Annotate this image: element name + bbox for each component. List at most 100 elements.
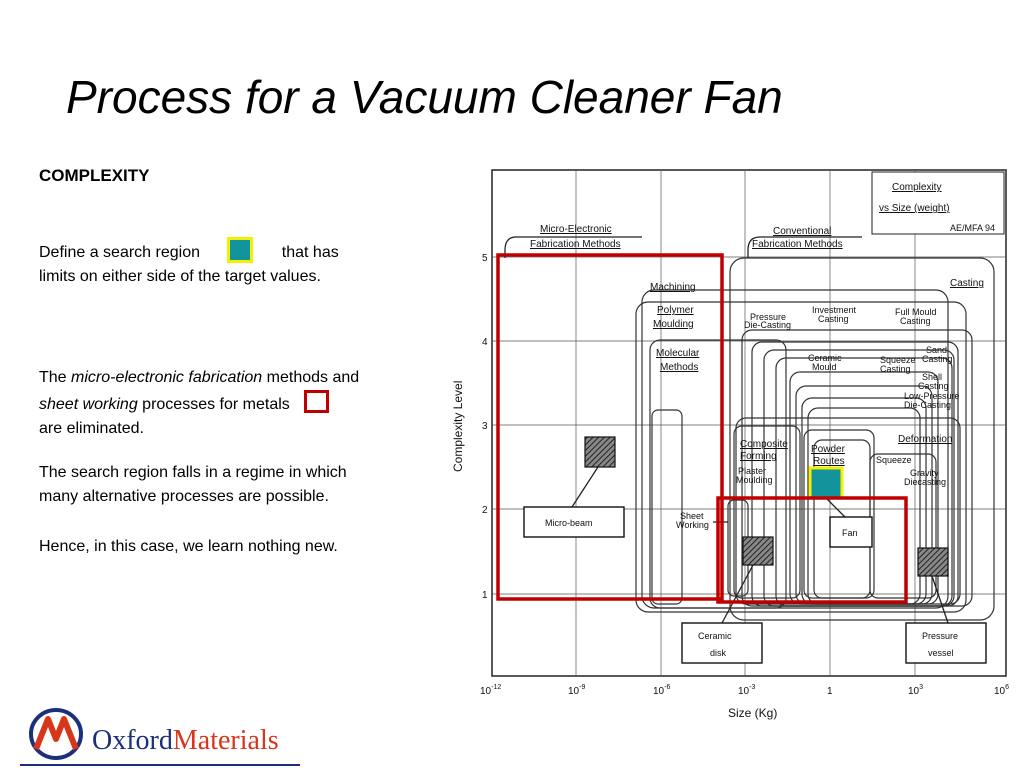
- process-labels: Casting Machining Polymer Moulding Molec…: [650, 278, 984, 530]
- x-axis: 10-12 10-9 10-6 10-3 1 103 106 Size (Kg): [480, 684, 1009, 720]
- label-casting: Casting: [950, 278, 984, 289]
- logo-part-oxford: Oxford: [92, 725, 173, 756]
- logo-part-materials: Materials: [172, 725, 279, 756]
- label-sand-1: Sand: [926, 345, 947, 355]
- legend-title-1: Complexity: [892, 182, 941, 193]
- label-conventional-2: Fabrication Methods: [752, 239, 843, 250]
- search-region-text: Define a search region: [39, 244, 200, 261]
- section-heading: COMPLEXITY: [39, 166, 150, 185]
- label-shell-1: Shell: [922, 372, 942, 382]
- label-fan: Fan: [842, 528, 858, 538]
- y-axis-title: Complexity Level: [451, 381, 465, 472]
- eliminated-text-3: processes for metals: [137, 396, 290, 413]
- y-tick-4: 4: [482, 337, 488, 348]
- label-micro-beam: Micro-beam: [545, 518, 593, 528]
- label-pressure-vessel-2: vessel: [928, 648, 954, 658]
- label-powder-1: Powder: [811, 444, 846, 455]
- x-tick-2: 10-9: [568, 684, 585, 697]
- micro-beam-marker: [584, 436, 616, 468]
- search-region-text-3: limits on either side of the target valu…: [39, 268, 321, 285]
- x-tick-1: 10-12: [480, 684, 501, 697]
- label-pressure-die-1: Pressure: [750, 312, 786, 322]
- paragraph-conclusion: Hence, in this case, we learn nothing ne…: [39, 538, 338, 555]
- label-micro-electronic-2: Fabrication Methods: [530, 239, 621, 250]
- label-powder-2: Routes: [813, 456, 845, 467]
- label-sand-2: Casting: [922, 354, 953, 364]
- paragraph-eliminated: The micro-electronic fabrication methods…: [39, 366, 359, 441]
- eliminated-text-italic-1: micro-electronic fabrication: [71, 369, 263, 386]
- label-ceramic-disk-2: disk: [710, 648, 727, 658]
- eliminated-text-4: are eliminated.: [39, 420, 144, 437]
- label-ceramic-mould-2: Mould: [812, 362, 837, 372]
- regime-text-2: many alternative processes are possible.: [39, 488, 329, 505]
- x-tick-7: 106: [994, 684, 1009, 697]
- label-full-mould-2: Casting: [900, 316, 931, 326]
- y-tick-5: 5: [482, 253, 488, 264]
- label-micro-electronic-1: Micro-Electronic: [540, 224, 612, 235]
- fan-box: [829, 516, 873, 548]
- diagram-legend: Complexity vs Size (weight) AE/MFA 94: [871, 171, 1005, 235]
- y-tick-1: 1: [482, 590, 488, 601]
- label-polymer: Polymer: [657, 305, 694, 316]
- ref-code: AE/MFA 94: [950, 223, 995, 233]
- label-deformation: Deformation: [898, 434, 952, 445]
- label-methods: Methods: [660, 362, 698, 373]
- x-tick-3: 10-6: [653, 684, 670, 697]
- label-moulding: Moulding: [653, 319, 694, 330]
- label-investment-1: Investment: [812, 305, 857, 315]
- label-molecular: Molecular: [656, 348, 700, 359]
- label-squeeze-casting-1: Squeeze: [880, 355, 916, 365]
- label-plaster-2: Moulding: [736, 475, 773, 485]
- micro-electronic-group: Micro-Electronic Fabrication Methods: [504, 224, 642, 258]
- label-investment-2: Casting: [818, 314, 849, 324]
- label-gravity-1: Gravity: [910, 468, 939, 478]
- pressure-vessel-example: Pressure vessel: [905, 547, 987, 664]
- x-tick-4: 10-3: [738, 684, 755, 697]
- x-axis-title: Size (Kg): [728, 706, 777, 720]
- x-tick-6: 103: [908, 684, 923, 697]
- label-ceramic-mould-1: Ceramic: [808, 353, 842, 363]
- search-region-box: [716, 496, 908, 604]
- paragraph-search-region: Define a search region that has limits o…: [39, 237, 339, 289]
- label-squeeze-casting-2: Casting: [880, 364, 911, 374]
- label-gravity-2: Diecasting: [904, 477, 946, 487]
- pressure-vessel-box: [905, 622, 987, 664]
- label-composite-1: Composite: [740, 439, 788, 450]
- conventional-group: Conventional Fabrication Methods: [747, 226, 862, 258]
- process-envelopes: [635, 257, 995, 621]
- label-shell-2: Casting: [918, 381, 949, 391]
- label-full-mould-1: Full Mould: [895, 307, 937, 317]
- micro-beam-box: [523, 506, 625, 538]
- y-tick-2: 2: [482, 505, 488, 516]
- label-low-pressure-2: Die-Casting: [904, 400, 951, 410]
- search-region-swatch: [226, 237, 253, 263]
- y-axis: 5 4 3 2 1 Complexity Level: [451, 253, 488, 601]
- pressure-vessel-marker: [917, 547, 949, 577]
- ceramic-disk-marker: [742, 536, 774, 566]
- label-sheet-1: Sheet: [680, 511, 704, 521]
- eliminated-region-box: [496, 253, 724, 601]
- y-tick-3: 3: [482, 421, 488, 432]
- paragraph-regime: The search region falls in a regime in w…: [39, 461, 347, 509]
- ceramic-disk-example: Ceramic disk: [681, 536, 774, 664]
- logo-wordmark: OxfordMaterials: [92, 725, 279, 757]
- label-conventional-1: Conventional: [773, 226, 831, 237]
- label-sheet-2: Working: [676, 520, 709, 530]
- eliminated-text-italic-2: sheet working: [39, 396, 138, 413]
- eliminated-text-1: The: [39, 369, 72, 386]
- regime-text-1: The search region falls in a regime in w…: [39, 464, 347, 481]
- eliminated-swatch: [304, 390, 330, 413]
- x-tick-5: 1: [827, 686, 833, 697]
- label-composite-2: Forming: [740, 451, 777, 462]
- label-pressure-vessel-1: Pressure: [922, 631, 958, 641]
- micro-beam-example: Micro-beam: [523, 436, 625, 538]
- label-low-pressure-1: Low-Pressure: [904, 391, 960, 401]
- fan-marker: [808, 466, 844, 500]
- ceramic-disk-box: [681, 622, 763, 664]
- label-squeeze: Squeeze: [876, 455, 912, 465]
- legend-title-2: vs Size (weight): [879, 203, 950, 214]
- oxford-materials-logo-icon: [29, 708, 83, 760]
- label-plaster-1: Plaster: [738, 466, 766, 476]
- label-ceramic-disk-1: Ceramic: [698, 631, 732, 641]
- eliminated-text-2: methods and: [262, 369, 360, 386]
